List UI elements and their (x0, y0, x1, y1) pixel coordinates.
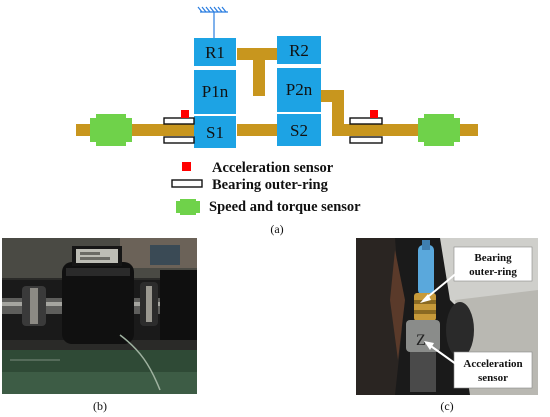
block-r2 (277, 36, 321, 64)
callout-acceleration: Acceleration sensor (424, 341, 533, 389)
caption-b: (b) (93, 399, 107, 413)
block-r2-label: R2 (289, 41, 309, 60)
callout-bearing-line1: Bearing (474, 252, 512, 264)
legend-speed-torque-marker (176, 199, 200, 215)
block-r1-label: R1 (205, 43, 225, 62)
block-s2 (277, 114, 321, 146)
svg-text:Z: Z (416, 332, 426, 349)
s1-s2-link (237, 124, 277, 136)
block-r1 (194, 38, 236, 66)
legend-bearing-label: Bearing outer-ring (212, 177, 329, 193)
block-p2n (277, 68, 321, 112)
legend-bearing-marker (171, 179, 203, 188)
callout-accel-line1: Acceleration (463, 358, 522, 370)
bearing-right (349, 117, 383, 144)
speed-torque-sensor-right (418, 114, 460, 146)
block-s1 (194, 116, 236, 148)
p1n-r2-riser (253, 48, 265, 96)
legend: Acceleration sensor Bearing outer-ring S… (171, 160, 361, 215)
gear-blocks: R1 P1n S1 R2 P2n S2 (194, 36, 321, 148)
accel-sensor-left (181, 110, 189, 118)
bearing-left (163, 117, 195, 144)
callout-accel-line2: sensor (478, 372, 508, 384)
accel-sensor-right (370, 110, 378, 118)
speed-torque-sensor-left (90, 114, 132, 146)
block-p1n (194, 70, 236, 114)
block-s1-label: S1 (206, 123, 224, 142)
callout-bearing-line2: outer-ring (469, 266, 517, 278)
ground-symbol (197, 6, 228, 38)
block-s2-label: S2 (290, 121, 308, 140)
legend-accel-label: Acceleration sensor (212, 160, 334, 176)
block-p2n-label: P2n (286, 80, 313, 99)
caption-a: (a) (270, 222, 283, 236)
legend-speed-torque-label: Speed and torque sensor (209, 199, 361, 215)
block-p1n-label: P1n (202, 82, 229, 101)
schematic-diagram: R1 P1n S1 R2 P2n S2 Acceleration sen (76, 6, 478, 236)
caption-c: (c) (440, 399, 453, 413)
legend-accel-marker (182, 162, 191, 171)
photo-b (2, 238, 197, 394)
callout-bearing: Bearing outer-ring (420, 246, 533, 303)
